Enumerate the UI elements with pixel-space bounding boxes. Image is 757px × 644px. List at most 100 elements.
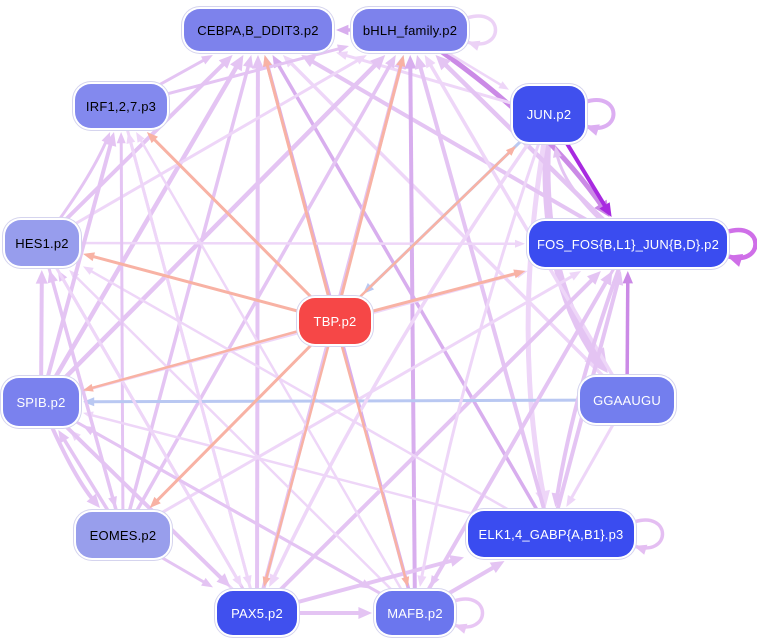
edge-arrowhead bbox=[401, 576, 410, 587]
edge-arrowhead bbox=[454, 623, 468, 634]
edge-arrowhead bbox=[108, 496, 117, 508]
edge-arrowhead bbox=[336, 51, 348, 60]
edge-arrowhead bbox=[354, 55, 367, 65]
node-pax5[interactable]: PAX5.p2 bbox=[217, 591, 297, 635]
node-label: HES1.p2 bbox=[15, 235, 69, 251]
edge bbox=[87, 268, 552, 536]
edge-arrowhead bbox=[404, 55, 417, 69]
node-spib[interactable]: SPIB.p2 bbox=[3, 378, 79, 426]
node-cebpa[interactable]: CEBPA,B_DDIT3.p2 bbox=[184, 9, 332, 51]
edge-arrowhead bbox=[467, 40, 481, 51]
node-label: MAFB.p2 bbox=[387, 605, 443, 621]
edge-arrowhead bbox=[146, 132, 158, 144]
node-fos[interactable]: FOS_FOS{B,L1}_JUN{B,D}.p2 bbox=[529, 221, 727, 267]
node-bhlh[interactable]: bHLH_family.p2 bbox=[353, 9, 467, 51]
node-eomes[interactable]: EOMES.p2 bbox=[76, 512, 170, 558]
edge-arrowhead bbox=[449, 555, 464, 567]
node-label: SPIB.p2 bbox=[16, 394, 66, 410]
edge-arrowhead bbox=[385, 55, 396, 69]
edge bbox=[150, 135, 337, 323]
edge-arrowhead bbox=[201, 55, 213, 65]
edge bbox=[255, 63, 260, 614]
edge-arrowhead bbox=[599, 202, 612, 217]
edge bbox=[153, 319, 337, 505]
node-label: TBP.p2 bbox=[313, 313, 357, 329]
node-mafb[interactable]: MAFB.p2 bbox=[376, 591, 454, 635]
edge-arrowhead bbox=[83, 252, 95, 262]
edge-arrowhead bbox=[396, 55, 406, 67]
edge-arrowhead bbox=[513, 269, 526, 279]
edge bbox=[333, 61, 404, 322]
edge bbox=[525, 113, 552, 499]
node-label: ELK1,4_GABP{A,B1}.p3 bbox=[478, 526, 624, 542]
edge-arrowhead bbox=[35, 270, 48, 284]
node-ggaaugu[interactable]: GGAAUGU bbox=[580, 377, 674, 423]
edge bbox=[419, 113, 551, 581]
node-label: JUN.p2 bbox=[526, 106, 572, 122]
node-hes1[interactable]: HES1.p2 bbox=[5, 220, 79, 266]
edge bbox=[554, 243, 630, 500]
edge bbox=[274, 60, 553, 535]
edge bbox=[122, 273, 577, 537]
edge-arrowhead bbox=[263, 55, 272, 67]
edge bbox=[432, 243, 630, 582]
edge-arrowhead bbox=[149, 496, 161, 508]
edge bbox=[726, 227, 757, 261]
edge bbox=[72, 273, 416, 614]
edge-arrowhead bbox=[336, 24, 349, 36]
edge bbox=[39, 59, 381, 404]
edge-arrowhead bbox=[622, 271, 633, 284]
edge-arrowhead bbox=[569, 271, 582, 281]
edge bbox=[119, 138, 125, 536]
edge-arrowhead bbox=[262, 576, 271, 587]
edge-arrowhead bbox=[242, 575, 252, 587]
edge bbox=[633, 518, 665, 550]
node-label: bHLH_family.p2 bbox=[362, 22, 458, 38]
edge-arrowhead bbox=[230, 55, 244, 72]
edge-arrowhead bbox=[83, 383, 94, 392]
edge-arrowhead bbox=[83, 266, 94, 275]
edge bbox=[417, 62, 553, 535]
edge-arrowhead bbox=[337, 44, 349, 54]
edge-arrowhead bbox=[430, 575, 440, 587]
edge bbox=[89, 398, 628, 404]
edge-arrowhead bbox=[269, 573, 280, 587]
edge bbox=[270, 112, 551, 582]
edge bbox=[333, 320, 408, 582]
edge-arrowhead bbox=[136, 132, 145, 143]
node-jun[interactable]: JUN.p2 bbox=[513, 86, 585, 142]
edge-arrowhead bbox=[358, 607, 372, 619]
edge-arrowhead bbox=[489, 561, 505, 573]
node-label: IRF1,2,7.p3 bbox=[85, 98, 157, 114]
edge-arrowhead bbox=[585, 124, 600, 136]
edge bbox=[255, 275, 597, 615]
edge bbox=[121, 60, 394, 536]
edge bbox=[119, 105, 250, 581]
edge-arrowhead bbox=[414, 55, 427, 70]
edge bbox=[307, 57, 630, 246]
node-elk[interactable]: ELK1,4_GABP{A,B1}.p3 bbox=[468, 511, 634, 557]
edge-arrowhead bbox=[58, 430, 70, 444]
edge bbox=[584, 98, 616, 130]
edge-arrowhead bbox=[417, 575, 427, 587]
edge bbox=[39, 61, 241, 404]
edge-arrowhead bbox=[216, 573, 231, 587]
node-irf[interactable]: IRF1,2,7.p3 bbox=[75, 84, 167, 128]
node-label: EOMES.p2 bbox=[89, 527, 157, 543]
edge bbox=[39, 400, 226, 583]
edge-arrowhead bbox=[83, 397, 95, 407]
edge-arrowhead bbox=[551, 492, 564, 507]
edge-arrowhead bbox=[86, 493, 100, 508]
edge-arrowhead bbox=[116, 132, 126, 144]
node-label: FOS_FOS{B,L1}_JUN{B,D}.p2 bbox=[536, 236, 720, 252]
edge-arrowhead bbox=[515, 239, 525, 248]
edge bbox=[40, 400, 367, 587]
node-label: PAX5.p2 bbox=[231, 605, 283, 621]
edge bbox=[88, 319, 336, 391]
edge bbox=[40, 242, 116, 502]
edge-arrowhead bbox=[218, 55, 233, 69]
node-tbp[interactable]: TBP.p2 bbox=[299, 298, 371, 344]
edge bbox=[264, 61, 337, 322]
edge-arrowhead bbox=[232, 575, 242, 587]
